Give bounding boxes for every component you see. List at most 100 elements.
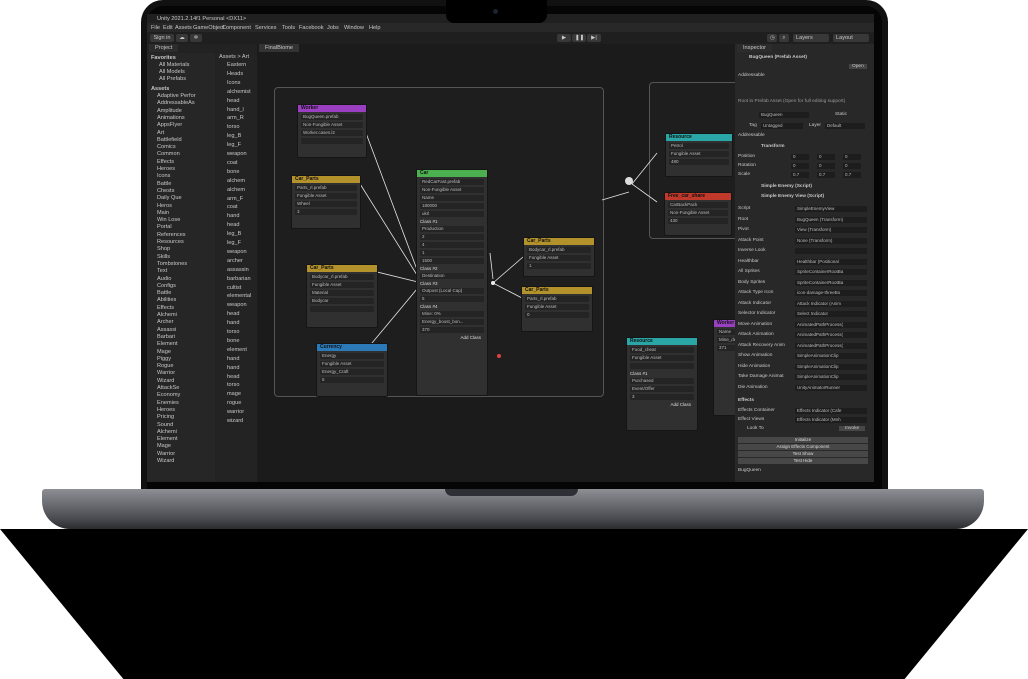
field-value[interactable]: BugQueen (Transform): [795, 216, 867, 223]
position-z[interactable]: 0: [843, 154, 861, 160]
tree-folder[interactable]: Portal: [157, 224, 172, 231]
field-value[interactable]: UnityAnimatorRunner: [795, 384, 867, 391]
tree-folder[interactable]: Wizard: [157, 458, 175, 464]
play-button[interactable]: ▶: [557, 34, 571, 42]
tree-folder[interactable]: Resources: [157, 239, 184, 245]
file-item[interactable]: hand: [227, 320, 240, 327]
field-value[interactable]: [795, 248, 867, 254]
file-item[interactable]: wizard: [227, 418, 244, 424]
node-field[interactable]: Mine_de: [717, 337, 741, 343]
file-item[interactable]: mage: [227, 391, 241, 398]
node-field[interactable]: CarBackPack: [668, 202, 728, 208]
node-field[interactable]: 3: [295, 209, 357, 215]
component-header[interactable]: Simple Enemy View (Script): [761, 194, 825, 199]
tree-folder[interactable]: Daily Que: [157, 195, 182, 202]
tree-folder[interactable]: Pricing: [157, 414, 175, 421]
file-item[interactable]: weapon: [227, 151, 247, 157]
file-item[interactable]: weapon: [227, 302, 247, 309]
node-field[interactable]: 1500: [420, 258, 484, 264]
layout-dropdown[interactable]: Layout: [833, 34, 869, 42]
node-field[interactable]: [630, 363, 694, 369]
node-field[interactable]: RedCarFast.prefab: [420, 179, 484, 185]
file-item[interactable]: leg_F: [227, 142, 241, 149]
node-field[interactable]: Petrol: [669, 143, 729, 149]
tab-finalbiome[interactable]: FinalBiome: [259, 44, 299, 52]
tree-folder[interactable]: Heroes: [157, 166, 176, 172]
tree-folder[interactable]: Sound: [157, 421, 174, 428]
file-item[interactable]: alchem: [227, 177, 246, 184]
node-field[interactable]: 4: [420, 242, 484, 248]
node-resource[interactable]: Resource Petrol Fungible Asset 480: [665, 133, 733, 177]
node-field[interactable]: Non-Fungible Asset: [301, 122, 363, 128]
node-field[interactable]: Parts_rl.prefab: [295, 185, 357, 191]
sign-in-button[interactable]: Sign in: [150, 34, 174, 42]
field-value[interactable]: icon-damage-threeBo: [795, 290, 867, 296]
node-field[interactable]: Food_cheat: [630, 347, 694, 353]
file-item[interactable]: Eastern: [227, 62, 247, 68]
file-item[interactable]: coat: [227, 159, 238, 166]
field-value[interactable]: SimpleAnimationClip: [795, 363, 867, 370]
node-car-parts[interactable]: Car_Parts Parts_rl.prefab Fungible Asset…: [291, 175, 361, 229]
tree-folder[interactable]: Mage: [157, 348, 171, 355]
field-value[interactable]: Effects Indicator (Cafe: [795, 408, 867, 414]
tree-folder[interactable]: Barbari: [157, 333, 176, 340]
file-item[interactable]: head: [227, 311, 240, 318]
tree-folder[interactable]: AddressableAs: [157, 100, 195, 107]
tree-folder[interactable]: Piggy: [157, 355, 171, 362]
file-item[interactable]: rogue: [227, 400, 242, 407]
rotation-x[interactable]: 0: [791, 163, 809, 169]
node-field[interactable]: Material: [310, 290, 374, 296]
node-field[interactable]: Fungible Asset: [525, 304, 589, 310]
search-icon[interactable]: ⌕: [779, 34, 789, 42]
node-field[interactable]: Bodycar_rl.prefab: [310, 274, 374, 280]
node-field[interactable]: Energy_Craft: [320, 369, 384, 375]
field-value[interactable]: View (Transform): [795, 227, 867, 233]
file-item[interactable]: hand: [227, 364, 240, 371]
node-field[interactable]: 5: [420, 296, 484, 302]
layers-dropdown[interactable]: Layers: [793, 34, 829, 42]
node-field[interactable]: Fungible Asset: [320, 361, 384, 367]
field-value[interactable]: SpriteContainerRootBa: [795, 269, 867, 275]
node-field[interactable]: Bodycar_rl.prefab: [527, 247, 591, 253]
pause-button[interactable]: ❚❚: [572, 34, 586, 42]
tree-folder[interactable]: AttackSe: [157, 385, 180, 391]
scale-z[interactable]: 0.7: [843, 172, 861, 178]
tree-folder[interactable]: Animations: [157, 114, 185, 121]
initialize-button[interactable]: Initialize: [738, 437, 868, 443]
node-field[interactable]: Fungible Asset: [310, 282, 374, 288]
tree-folder[interactable]: Enemies: [157, 399, 179, 406]
tree-folder[interactable]: Battlefield: [157, 136, 182, 143]
rotation-y[interactable]: 0: [817, 163, 835, 169]
node-field[interactable]: 180000: [420, 203, 484, 209]
tree-folder[interactable]: References: [157, 231, 186, 238]
node-field[interactable]: 1: [420, 250, 484, 256]
node-field[interactable]: 1: [527, 263, 591, 269]
node-field[interactable]: Name: [717, 329, 741, 335]
node-currency[interactable]: Currency Energy Fungible Asset Energy_Cr…: [316, 343, 388, 397]
tree-folder[interactable]: Warrior: [157, 370, 176, 377]
static-toggle[interactable]: Static: [835, 112, 847, 117]
menu-services[interactable]: Services: [255, 24, 277, 31]
class-dropdown[interactable]: Destination: [420, 273, 484, 279]
node-field[interactable]: 2: [420, 234, 484, 240]
node-field[interactable]: 5: [320, 377, 384, 383]
tab-inspector[interactable]: Inspector: [737, 44, 773, 52]
tree-folder[interactable]: Battle: [157, 180, 172, 187]
node-field[interactable]: Non-Fungible Asset: [668, 210, 728, 216]
tree-folder[interactable]: Alchemi: [157, 312, 177, 318]
file-item[interactable]: bone: [227, 337, 240, 344]
file-item[interactable]: arm_R: [227, 115, 244, 122]
tree-folder[interactable]: Heroes: [157, 406, 176, 413]
fav-item[interactable]: All Materials: [159, 62, 190, 68]
file-item[interactable]: leg_F: [227, 240, 241, 246]
menu-tools[interactable]: Tools: [282, 24, 296, 31]
class-dropdown[interactable]: Outpost (Local Cap): [420, 288, 484, 294]
node-field[interactable]: Non-Fungible Asset: [420, 187, 484, 193]
node-field[interactable]: Fungible Asset: [630, 355, 694, 361]
tree-folder[interactable]: Win Lose: [157, 217, 181, 224]
rotation-z[interactable]: 0: [843, 163, 861, 169]
file-item[interactable]: bone: [227, 168, 240, 175]
step-button[interactable]: ▶|: [587, 34, 601, 42]
file-item[interactable]: element: [227, 346, 247, 353]
tag-dropdown[interactable]: Untagged: [761, 123, 803, 129]
